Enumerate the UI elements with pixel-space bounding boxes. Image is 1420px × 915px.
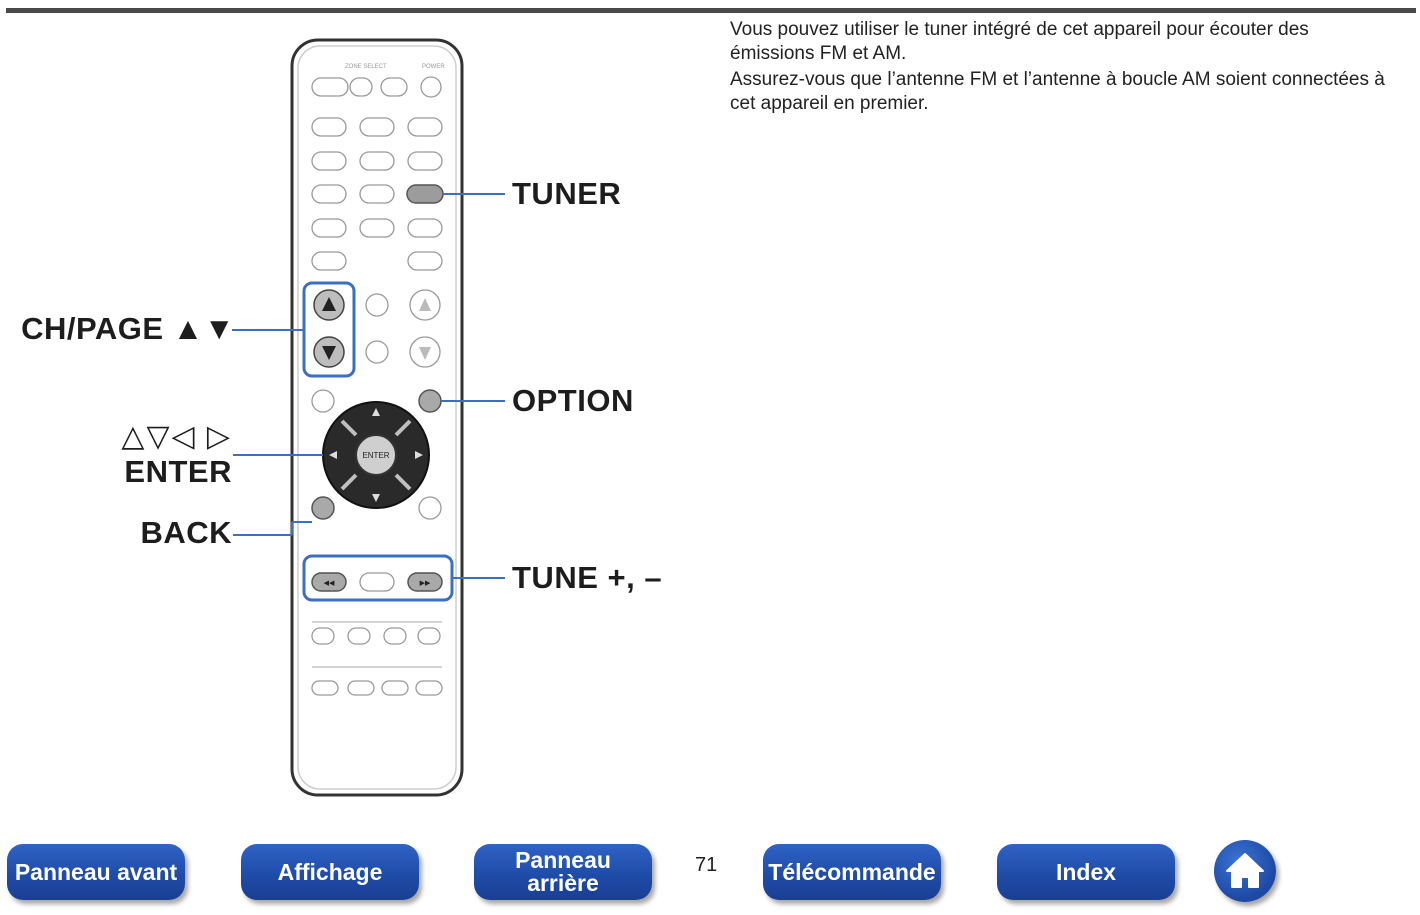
top-rule: [6, 8, 1416, 13]
telecommande-label: Télécommande: [768, 858, 936, 885]
callout-arrows: △▽◁ ▷: [121, 420, 232, 453]
panneau-avant-label: Panneau avant: [14, 858, 178, 885]
telecommande-button[interactable]: Télécommande: [763, 844, 941, 900]
callout-tuner: TUNER: [512, 176, 622, 211]
option-key: [418, 389, 442, 413]
page-number: 71: [695, 854, 718, 876]
remote-control-illustration: ZONE SELECT POWER: [232, 38, 505, 797]
callout-ch-page: CH/PAGE ▲▼: [21, 311, 235, 346]
enter-key-label: ENTER: [362, 451, 389, 460]
callout-tune: TUNE +, –: [512, 560, 663, 595]
home-icon: [1226, 853, 1264, 888]
svg-text:◀◀: ◀◀: [324, 580, 335, 587]
svg-text:POWER: POWER: [422, 64, 445, 70]
panneau-arriere-button[interactable]: Panneau arrière: [474, 844, 652, 900]
intro-text: Vous pouvez utiliser le tuner intégré de…: [730, 18, 1390, 116]
affichage-button[interactable]: Affichage: [241, 844, 419, 900]
callout-option: OPTION: [512, 383, 634, 418]
callout-enter: ENTER: [124, 454, 232, 489]
panneau-arriere-label: Panneau arrière: [515, 847, 611, 896]
svg-text:ZONE SELECT: ZONE SELECT: [345, 64, 387, 70]
source-buttons: [311, 76, 443, 271]
svg-text:▶▶: ▶▶: [420, 580, 431, 587]
leader-lines: [232, 193, 505, 579]
home-button[interactable]: [1214, 840, 1276, 902]
intro-paragraph-2: Assurez-vous que l’antenne FM et l’anten…: [730, 69, 1385, 114]
index-label: Index: [1055, 858, 1117, 885]
panneau-avant-button[interactable]: Panneau avant: [7, 844, 185, 900]
enter-key: [355, 434, 397, 476]
index-button[interactable]: Index: [997, 844, 1175, 900]
remote-figure: ZONE SELECT POWER: [0, 0, 700, 820]
bottom-navigation: Panneau avant Affichage Panneau arrière …: [0, 838, 1420, 908]
intro-paragraph-1: Vous pouvez utiliser le tuner intégré de…: [730, 19, 1309, 64]
back-key: [311, 496, 335, 520]
affichage-label: Affichage: [277, 858, 383, 885]
callout-back: BACK: [140, 515, 232, 550]
tuner-key: [406, 184, 444, 204]
